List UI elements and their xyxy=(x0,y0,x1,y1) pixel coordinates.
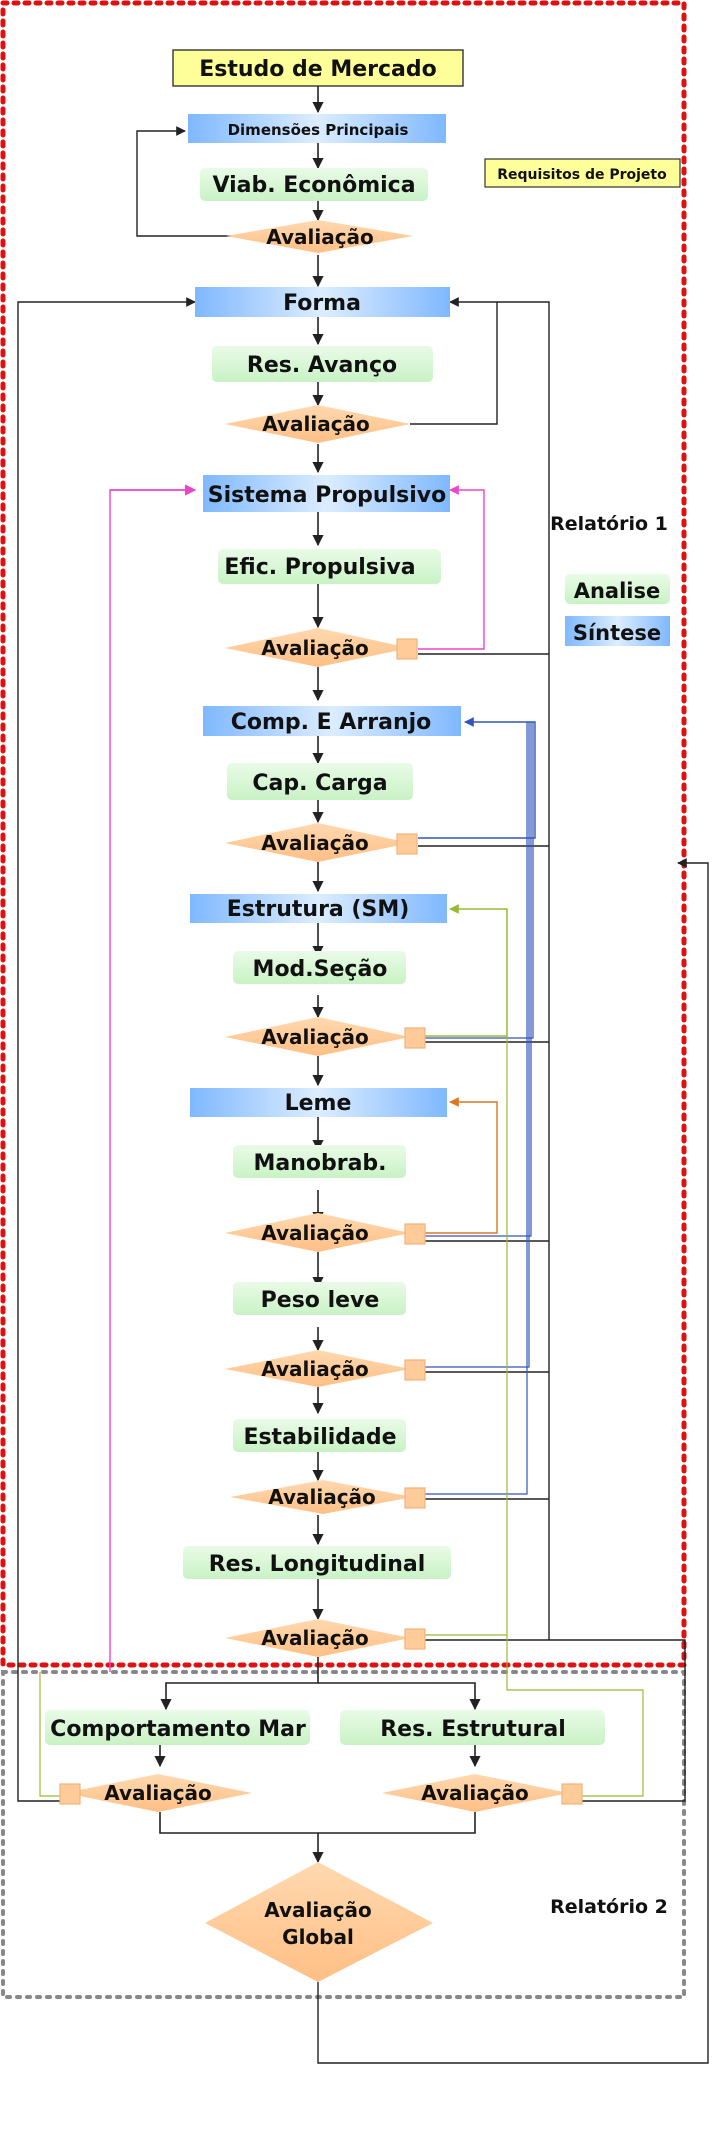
avaliacao-label-9: Avaliação xyxy=(261,1626,369,1650)
avaliacao-label-3: Avaliação xyxy=(261,636,369,660)
comportamento-mar-box xyxy=(45,1710,310,1745)
avaliacao-label-6: Avaliação xyxy=(261,1221,369,1245)
legend-analise-label: Analise xyxy=(574,579,661,603)
loop-blue-5 xyxy=(418,722,528,1495)
res-avanco-label: Res. Avanço xyxy=(247,353,397,378)
avaliacao-label-4: Avaliação xyxy=(261,831,369,855)
requisitos-projeto-box xyxy=(484,158,681,188)
avaliacao-diamond-2 xyxy=(225,405,410,443)
estudo-mercado-label: Estudo de Mercado xyxy=(199,57,437,82)
estrutura-sm-label: Estrutura (SM) xyxy=(227,897,410,922)
loop-blue-3 xyxy=(418,722,532,1237)
peso-leve-box xyxy=(233,1282,406,1315)
avaliacao-label-8: Avaliação xyxy=(268,1485,376,1509)
estabilidade-box xyxy=(233,1419,406,1452)
avaliacao-diamond-4 xyxy=(225,823,410,862)
avaliacao-diamond-10 xyxy=(65,1774,252,1812)
avaliacao-diamond-1 xyxy=(226,220,413,253)
relatorio-2-label: Relatório 2 xyxy=(550,1896,668,1918)
loop-blue-2 xyxy=(418,722,534,1039)
mod-secao-box xyxy=(233,951,406,984)
leme-box xyxy=(190,1088,447,1117)
res-avanco-box xyxy=(212,346,433,382)
avaliacao-global-label-2: Global xyxy=(282,1925,354,1949)
res-estrutural-box xyxy=(340,1710,605,1745)
comp-arranjo-label: Comp. E Arranjo xyxy=(231,710,432,735)
avaliacao-diamond-11 xyxy=(382,1774,569,1812)
leme-label: Leme xyxy=(285,1091,352,1116)
mod-secao-label: Mod.Seção xyxy=(253,957,388,982)
relatorio-1-label: Relatório 1 xyxy=(550,513,668,535)
efic-propulsiva-label: Efic. Propulsiva xyxy=(224,555,415,580)
avaliacao-diamond-3 xyxy=(225,628,410,667)
peso-leve-label: Peso leve xyxy=(261,1288,380,1313)
avaliacao-diamond-9 xyxy=(225,1619,410,1657)
cap-carga-label: Cap. Carga xyxy=(252,771,387,796)
res-longitudinal-box xyxy=(183,1546,451,1579)
comportamento-mar-label: Comportamento Mar xyxy=(50,1717,306,1742)
forma-box xyxy=(195,287,450,317)
relatorio-2-boundary xyxy=(1,1670,686,1999)
avaliacao-diamond-5 xyxy=(225,1017,410,1056)
estudo-mercado-box xyxy=(172,49,464,87)
sistema-propulsivo-label: Sistema Propulsivo xyxy=(208,483,446,508)
loop-olive xyxy=(418,904,508,1037)
connector-squares xyxy=(59,638,583,1805)
efic-propulsiva-box xyxy=(218,549,441,584)
dimensoes-principais-label: Dimensões Principais xyxy=(228,121,409,139)
manobrab-box xyxy=(233,1145,406,1178)
estabilidade-label: Estabilidade xyxy=(243,1425,396,1450)
loop-magenta-propulsivo xyxy=(418,485,485,650)
dimensoes-principais-box xyxy=(188,114,446,143)
loop-orange xyxy=(418,1097,498,1234)
viab-economica-box xyxy=(200,168,428,201)
avaliacao-diamond-6 xyxy=(225,1213,410,1252)
requisitos-projeto-label: Requisitos de Projeto xyxy=(497,167,667,183)
relatorio-1-boundary xyxy=(0,0,687,1668)
avaliacao-label-7: Avaliação xyxy=(261,1357,369,1381)
viab-economica-label: Viab. Econômica xyxy=(212,173,415,198)
legend-sintese-label: Síntese xyxy=(573,621,661,645)
avaliacao-diamond-8 xyxy=(230,1480,413,1514)
loop-olive-3 xyxy=(506,1635,644,1797)
loop-olive-4 xyxy=(39,1672,60,1797)
manobrab-label: Manobrab. xyxy=(253,1151,386,1176)
loop-blue-4 xyxy=(418,722,530,1368)
avaliacao-label-5: Avaliação xyxy=(261,1025,369,1049)
comp-arranjo-box xyxy=(203,706,461,736)
cap-carga-box xyxy=(227,763,413,800)
main-flow-connectors xyxy=(154,86,481,1864)
avaliacao-label-11: Avaliação xyxy=(421,1781,529,1805)
evaluation-diamonds xyxy=(65,220,569,1982)
avaliacao-diamond-7 xyxy=(225,1350,410,1387)
avaliacao-global-label-1: Avaliação xyxy=(264,1898,372,1922)
avaliacao-label-2: Avaliação xyxy=(262,412,370,436)
avaliacao-label-10: Avaliação xyxy=(104,1781,212,1805)
avaliacao-label-1: Avaliação xyxy=(266,225,374,249)
legend-analise-swatch xyxy=(565,574,670,604)
res-longitudinal-label: Res. Longitudinal xyxy=(209,1552,426,1577)
feedback-loops-dark xyxy=(17,126,709,2064)
loop-blue xyxy=(418,717,536,839)
forma-label: Forma xyxy=(283,291,361,316)
avaliacao-global-diamond xyxy=(205,1862,433,1982)
res-estrutural-label: Res. Estrutural xyxy=(380,1717,566,1742)
loop-olive-2 xyxy=(418,909,508,1636)
sistema-propulsivo-box xyxy=(203,475,450,512)
estrutura-sm-box xyxy=(190,894,447,923)
loop-magenta xyxy=(109,485,196,1672)
legend-sintese-swatch xyxy=(565,616,670,646)
